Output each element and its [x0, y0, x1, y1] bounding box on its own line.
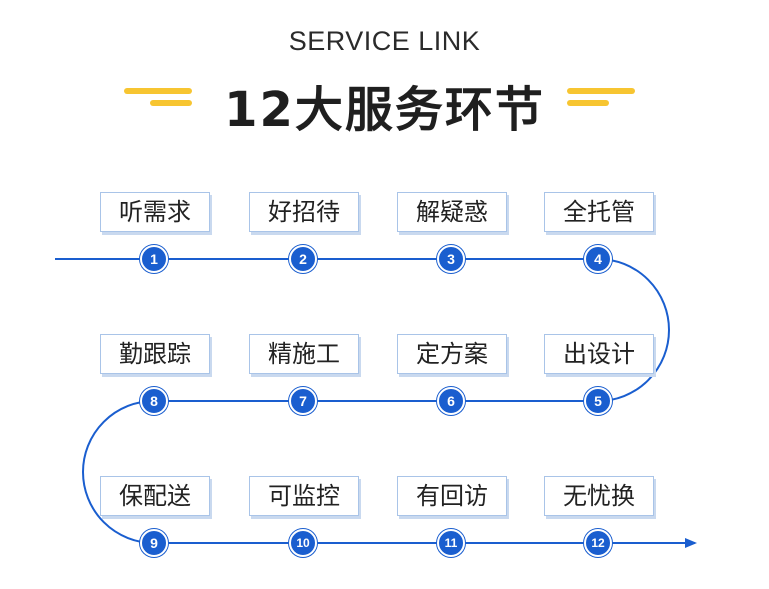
step-label-box: 可监控: [249, 476, 359, 516]
step-label-box: 有回访: [397, 476, 507, 516]
step-label-box: 勤跟踪: [100, 334, 210, 374]
step-label-box: 定方案: [397, 334, 507, 374]
left-decoration-bar-long: [124, 88, 192, 94]
left-decoration-bar-short: [150, 100, 192, 106]
step-number-badge: 11: [437, 529, 465, 557]
step-number-badge: 12: [584, 529, 612, 557]
service-path: [55, 258, 697, 548]
step-label-box: 出设计: [544, 334, 654, 374]
step-number-badge: 10: [289, 529, 317, 557]
step-label-box: 全托管: [544, 192, 654, 232]
step-label-box: 听需求: [100, 192, 210, 232]
step-label-box: 精施工: [249, 334, 359, 374]
step-number-badge: 1: [140, 245, 168, 273]
step-label-box: 好招待: [249, 192, 359, 232]
right-decoration-bar-long: [567, 88, 635, 94]
step-number-badge: 5: [584, 387, 612, 415]
step-number-badge: 8: [140, 387, 168, 415]
step-label-box: 解疑惑: [397, 192, 507, 232]
step-number-badge: 3: [437, 245, 465, 273]
step-number-badge: 4: [584, 245, 612, 273]
page-title: 12大服务环节: [224, 82, 545, 138]
step-number-badge: 7: [289, 387, 317, 415]
step-label-box: 保配送: [100, 476, 210, 516]
step-number-badge: 9: [140, 529, 168, 557]
step-number-badge: 6: [437, 387, 465, 415]
subtitle: SERVICE LINK: [288, 26, 481, 56]
right-decoration-bar-short: [567, 100, 609, 106]
step-number-badge: 2: [289, 245, 317, 273]
step-label-box: 无忧换: [544, 476, 654, 516]
